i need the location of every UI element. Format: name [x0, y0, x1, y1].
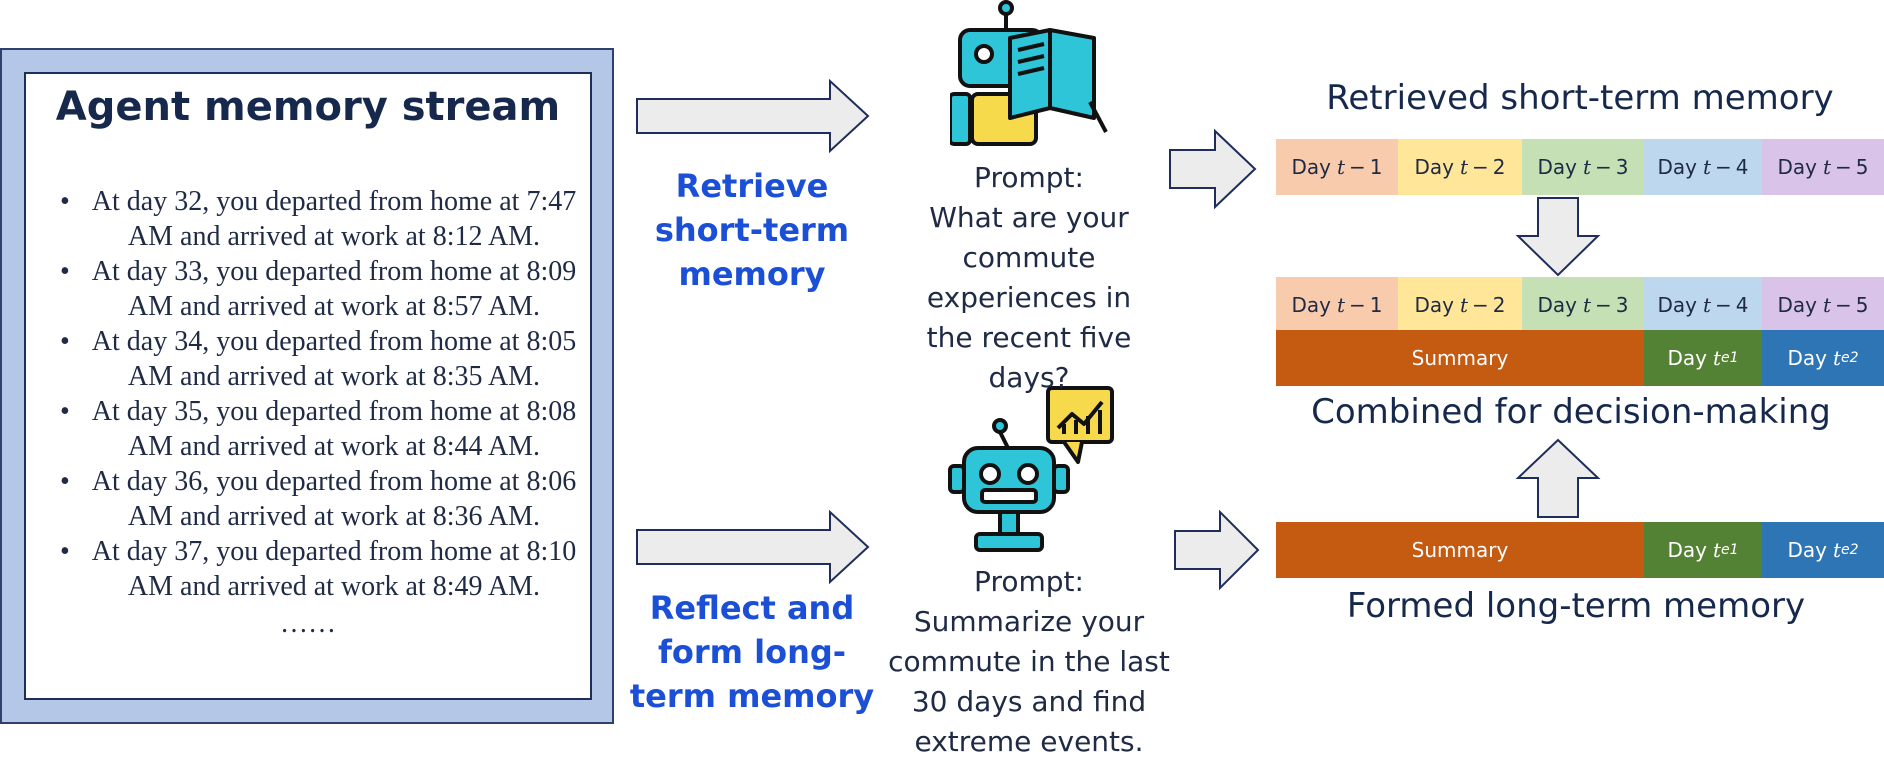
arrow-reflect [636, 509, 870, 585]
prompt-long-term-text: Summarize your commute in the last 30 da… [888, 605, 1170, 758]
robot-reading-book-icon [950, 0, 1108, 146]
memory-stream-panel [24, 72, 592, 700]
label-reflect: Reflect and form long-term memory [629, 589, 875, 715]
heading-retrieved: Retrieved short-term memory [1326, 78, 1834, 118]
heading-combined: Combined for decision-making [1311, 392, 1831, 432]
arrow-down [1515, 197, 1601, 277]
memory-entry: •At day 36, you departed from home at 8:… [60, 466, 577, 532]
summary-cell: Summary [1276, 522, 1644, 578]
memory-entry: •At day 35, you departed from home at 8:… [60, 396, 577, 462]
robot-chart-speech-icon [948, 386, 1114, 552]
memory-stream-list: •At day 32, you departed from home at 7:… [56, 184, 586, 604]
heading-formed: Formed long-term memory [1346, 586, 1806, 626]
memory-entry: •At day 37, you departed from home at 8:… [60, 536, 577, 602]
prompt-short-term: Prompt: What are your commute experience… [884, 158, 1174, 398]
memory-entry: •At day 32, you departed from home at 7:… [60, 186, 577, 252]
prompt-long-term: Prompt: Summarize your commute in the la… [876, 562, 1182, 762]
arrow-to-formed [1174, 509, 1260, 591]
arrow-retrieve [636, 78, 870, 154]
memory-stream-title: Agent memory stream [55, 84, 561, 130]
arrow-to-retrieved [1169, 128, 1257, 210]
arrow-up [1515, 438, 1601, 518]
label-retrieve: Retrieve short-term memory [654, 167, 850, 293]
memory-entry: •At day 33, you departed from home at 8:… [60, 256, 577, 322]
memory-entry: •At day 34, you departed from home at 8:… [60, 326, 577, 392]
summary-cell: Summary [1276, 330, 1644, 386]
prompt-long-term-label: Prompt: [974, 565, 1084, 598]
memory-stream-ellipsis: …… [280, 608, 336, 639]
prompt-short-term-label: Prompt: [974, 161, 1084, 194]
prompt-short-term-text: What are your commute experiences in the… [926, 201, 1132, 394]
